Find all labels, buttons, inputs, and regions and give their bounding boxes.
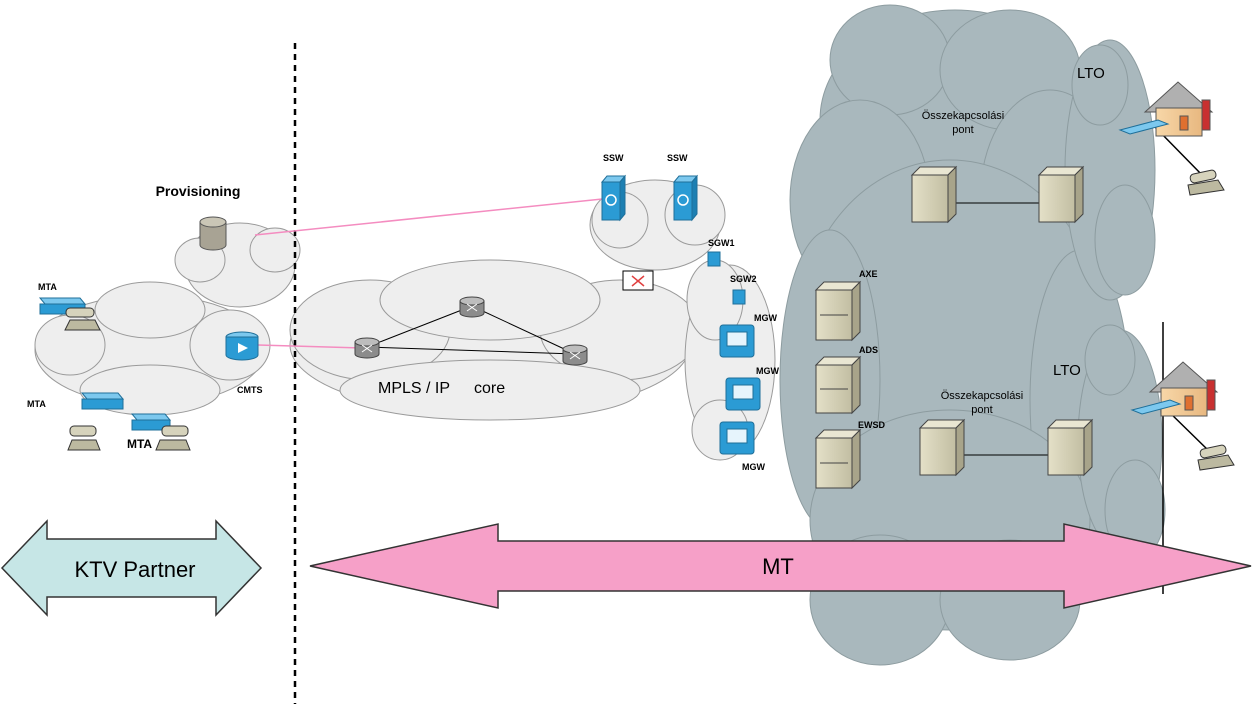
mta-modem-icon [80, 392, 125, 410]
lto-top-label: LTO [1077, 65, 1105, 82]
phone-icon [155, 425, 191, 451]
provisioning-ssw-link [254, 197, 613, 236]
blocked-link-icon [622, 270, 654, 291]
lto-bottom-label: LTO [1053, 362, 1081, 379]
media-gateway-icon [719, 324, 755, 358]
cmts-icon [225, 331, 259, 361]
modem-icon [1118, 119, 1170, 135]
exchange-server-icon [814, 280, 862, 342]
interconnect-server-icon [918, 418, 966, 477]
phone-icon [67, 425, 101, 451]
mpls-cloud [289, 259, 701, 421]
interconnect-server-icon [1037, 165, 1085, 224]
lto-cloud-bottom [1077, 324, 1166, 561]
interconnect-1-label-line1: Összekapcsolási [922, 110, 1005, 122]
router-icon [354, 337, 380, 359]
mt-arrow: MT [309, 523, 1252, 609]
interconnect-server-icon [1046, 418, 1094, 477]
mta-modem-icon [130, 413, 172, 431]
phone-icon [64, 307, 101, 331]
mgw-3-label: MGW [742, 462, 765, 472]
signaling-gateway-icon [732, 289, 746, 305]
router-icon [562, 344, 588, 366]
ktv-partner-arrow: KTV Partner [0, 519, 263, 617]
modem-icon [1130, 399, 1182, 415]
router-icon [459, 296, 485, 318]
exchange-server-icon [814, 428, 862, 490]
lto-cloud-top [1064, 39, 1156, 301]
ktv-partner-label: KTV Partner [74, 557, 195, 582]
ewsd-label: EWSD [858, 420, 886, 430]
softswitch-icon [672, 174, 699, 222]
ssw-2-label: SSW [667, 153, 688, 163]
provisioning-label: Provisioning [156, 183, 241, 199]
cmts-mpls-link [257, 344, 363, 349]
interconnect-server-icon [910, 165, 958, 224]
media-gateway-icon [719, 421, 755, 455]
mt-label: MT [762, 554, 794, 579]
provisioning-database-icon [199, 216, 227, 251]
phone-icon [1187, 169, 1225, 196]
mgw-1-label: MGW [754, 313, 777, 323]
signaling-gateway-icon [707, 251, 721, 267]
media-gateway-icon [725, 377, 761, 411]
sgw1-label: SGW1 [708, 238, 735, 248]
mta-top-label: MTA [38, 282, 57, 292]
ssw-1-label: SSW [603, 153, 624, 163]
mpls-link-c [366, 346, 576, 355]
mpls-label: MPLS / IP [378, 380, 450, 397]
softswitch-icon [600, 174, 627, 222]
mgw-2-label: MGW [756, 366, 779, 376]
core-label: core [474, 380, 505, 397]
interconnect-2-label-line2: pont [971, 404, 992, 416]
interconnect-2-label-line1: Összekapcsolási [941, 390, 1024, 402]
interconnect-1-label-line2: pont [952, 124, 973, 136]
ads-label: ADS [859, 345, 878, 355]
phone-icon [1197, 444, 1235, 471]
sgw2-label: SGW2 [730, 274, 757, 284]
customer-house-icon [1148, 361, 1219, 417]
cmts-label: CMTS [237, 385, 263, 395]
mpls-link-a [366, 305, 473, 348]
mpls-link-b [471, 305, 576, 355]
mta-left-label: MTA [27, 399, 46, 409]
exchange-server-icon [814, 355, 862, 415]
axe-label: AXE [859, 269, 878, 279]
mta-bottom-label: MTA [127, 437, 152, 451]
